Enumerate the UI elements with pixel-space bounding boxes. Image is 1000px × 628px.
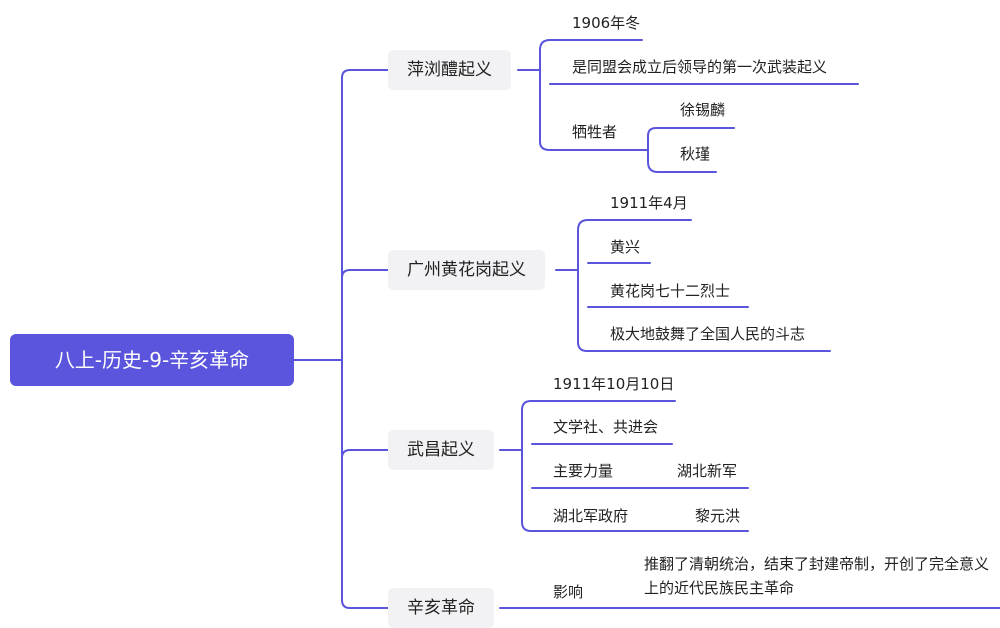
branch-node-xinhai[interactable]: 辛亥革命 [388, 588, 494, 628]
edge-b1-sub-c1 [647, 161, 717, 173]
edge-b3-i0 [521, 400, 676, 411]
edge-b1-sub-c0 [647, 127, 735, 137]
leaf-li-yuanhong[interactable]: 黎元洪 [695, 507, 741, 525]
leaf-huanghuagang-date[interactable]: 1911年4月 [610, 194, 688, 212]
edge-b2-i0 [577, 219, 692, 231]
root-node[interactable]: 八上-历史-9-辛亥革命 [10, 334, 294, 386]
leaf-martyr-qiu-jin[interactable]: 秋瑾 [680, 145, 711, 163]
leaf-wuchang-military-government[interactable]: 湖北军政府 [553, 507, 629, 525]
leaf-hubei-new-army[interactable]: 湖北新军 [677, 462, 738, 480]
leaf-xinhai-impact-text[interactable]: 推翻了清朝统治，结束了封建帝制，开创了完全意义上的近代民族民主革命 [644, 555, 990, 597]
edge-b2-i3 [577, 341, 831, 352]
leaf-wuchang-organizations[interactable]: 文学社、共进会 [553, 418, 659, 436]
leaf-huanghuagang-martyrs[interactable]: 黄花岗七十二烈士 [610, 282, 731, 300]
leaf-huanghuagang-leader[interactable]: 黄兴 [610, 238, 641, 256]
branch-node-pingliuli[interactable]: 萍浏醴起义 [388, 50, 511, 90]
leaf-wuchang-date[interactable]: 1911年10月10日 [553, 375, 675, 393]
leaf-wuchang-main-force[interactable]: 主要力量 [553, 462, 614, 480]
edge-b1-i2 [539, 141, 649, 151]
edge-b1-i0 [539, 39, 643, 51]
leaf-pingliuli-date[interactable]: 1906年冬 [572, 14, 641, 32]
branch-node-huanghuagang[interactable]: 广州黄花岗起义 [388, 250, 545, 290]
leaf-huanghuagang-impact[interactable]: 极大地鼓舞了全国人民的斗志 [610, 325, 806, 343]
edge-b3-i3 [521, 521, 749, 532]
leaf-martyr-xu-xilin[interactable]: 徐锡麟 [680, 101, 726, 119]
branch-node-wuchang[interactable]: 武昌起义 [388, 430, 494, 470]
edge-trunk [341, 69, 389, 609]
leaf-xinhai-impact-label[interactable]: 影响 [553, 583, 584, 601]
leaf-pingliuli-martyrs[interactable]: 牺牲者 [572, 123, 618, 141]
leaf-pingliuli-significance[interactable]: 是同盟会成立后领导的第一次武装起义 [572, 58, 828, 76]
